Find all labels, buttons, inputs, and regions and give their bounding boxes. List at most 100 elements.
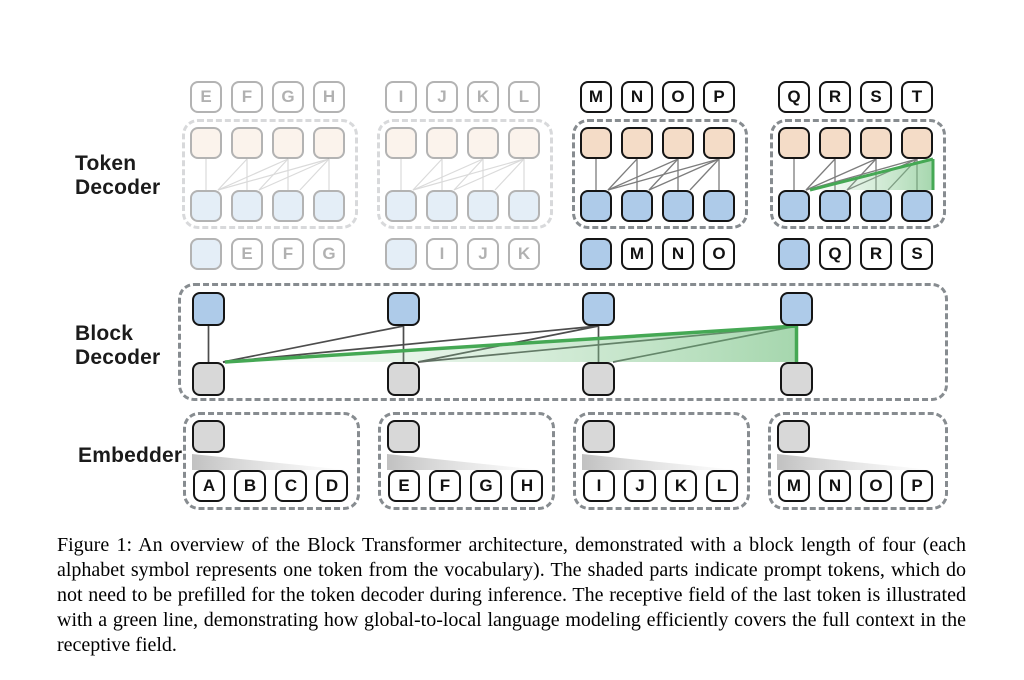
embedder-token-row: E F G H [388,470,543,502]
block-embedding-box [192,420,225,453]
token-box: N [662,238,694,270]
embedder-block-2: E F G H [378,412,555,510]
output-token-row: Q R S T [778,81,933,113]
embedder-block-4: M N O P [768,412,948,510]
embedding-row [385,190,540,222]
token-decoder-block-3: M N O P M N O [572,81,748,270]
hidden-state-box [778,127,810,159]
figure-caption: Figure 1: An overview of the Block Trans… [57,534,966,656]
token-box: S [860,81,892,113]
embedding-box [901,190,933,222]
token-box: P [703,81,735,113]
hidden-state-box [313,127,345,159]
token-box: P [901,470,933,502]
embedder-container [573,412,750,510]
hidden-state-box [508,127,540,159]
token-box: O [860,470,892,502]
block-decoder-container [178,283,948,401]
token-box: J [624,470,656,502]
token-box: N [621,81,653,113]
block-decoder-output-box [387,292,420,326]
hidden-state-box [580,127,612,159]
token-box: D [316,470,348,502]
token-box: C [275,470,307,502]
token-box: L [508,81,540,113]
token-box: T [901,81,933,113]
block-embedding-box [582,420,615,453]
output-token-row: E F G H [190,81,345,113]
embedding-box [508,190,540,222]
embedding-row [778,190,933,222]
block-decoder-output-box [780,292,813,326]
token-box: S [901,238,933,270]
embedding-box [426,190,458,222]
token-box: G [470,470,502,502]
embedder-container [183,412,360,510]
token-box: N [819,470,851,502]
embedder-label-line1: Embedder [78,444,183,467]
token-box: I [426,238,458,270]
embedding-box [860,190,892,222]
hidden-state-row [385,127,540,159]
token-decoder-container [182,119,358,229]
embedding-box [313,190,345,222]
token-box: Q [778,81,810,113]
embedder-block-1: A B C D [183,412,360,510]
token-box: M [621,238,653,270]
token-box: E [231,238,263,270]
token-box: I [583,470,615,502]
block-embedding-box [580,238,612,270]
block-embedding-box [387,420,420,453]
embedding-box [272,190,304,222]
embedder-block-3: I J K L [573,412,750,510]
token-decoder-container [377,119,553,229]
embedder-label: Embedder [78,444,182,468]
token-box: E [190,81,222,113]
block-embedding-box [778,238,810,270]
token-decoder-label: Token Decoder [75,152,160,200]
hidden-state-box [860,127,892,159]
block-embedding-box [385,238,417,270]
attention-lines-block-1 [205,158,330,191]
block-decoder-input-box [387,362,420,396]
receptive-field-block-decoder [224,324,799,364]
token-decoder-container [572,119,748,229]
embedding-row [580,190,735,222]
embedding-box [621,190,653,222]
block-embedding-box [777,420,810,453]
token-box: J [467,238,499,270]
token-box: Q [819,238,851,270]
attention-lines-block-3 [595,158,720,191]
block-decoder-label: Block Decoder [75,322,160,370]
hidden-state-box [190,127,222,159]
hidden-state-box [231,127,263,159]
token-decoder-block-2: I J K L I J K [377,81,553,270]
token-box: E [388,470,420,502]
token-box: F [272,238,304,270]
token-box: H [511,470,543,502]
token-box: F [429,470,461,502]
hidden-state-box [621,127,653,159]
hidden-state-row [778,127,933,159]
hidden-state-box [662,127,694,159]
embedding-box [231,190,263,222]
output-token-row: I J K L [385,81,540,113]
embedder-token-row: A B C D [193,470,348,502]
block-embedding-box [190,238,222,270]
input-token-row: M N O [580,238,735,270]
hidden-state-row [190,127,345,159]
receptive-field-token-decoder [809,157,935,192]
token-box: G [313,238,345,270]
token-box: F [231,81,263,113]
token-box: O [662,81,694,113]
block-decoder-input-box [780,362,813,396]
embedder-token-row: M N O P [778,470,933,502]
token-box: J [426,81,458,113]
input-token-row: Q R S [778,238,933,270]
output-token-row: M N O P [580,81,735,113]
token-box: B [234,470,266,502]
block-decoder-label-line2: Decoder [75,346,161,369]
embedder-aggregation-wedges [192,454,932,470]
hidden-state-box [426,127,458,159]
